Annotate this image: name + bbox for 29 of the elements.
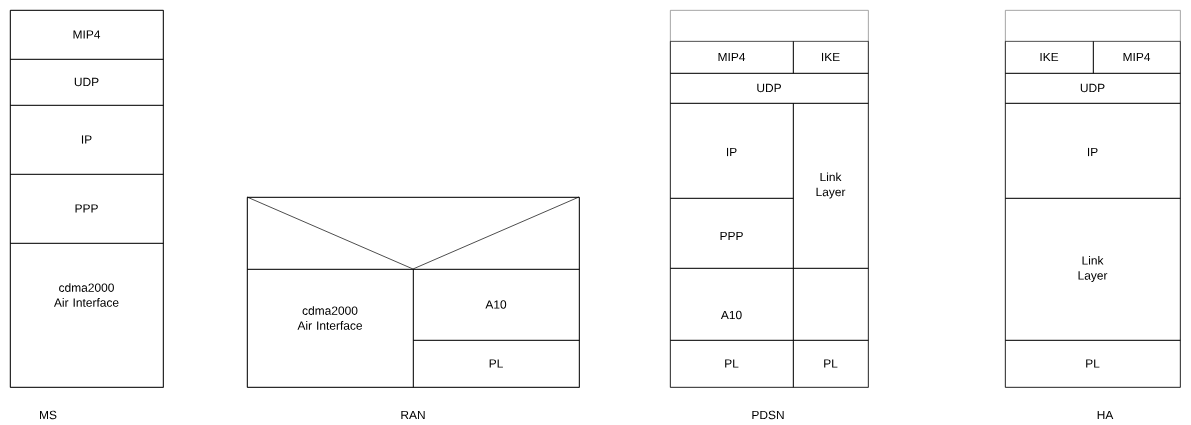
empty-cell xyxy=(793,268,869,341)
protocol-cell: Link Layer xyxy=(793,103,869,269)
protocol-cell: Link Layer xyxy=(1005,198,1181,341)
protocol-cell: PPP xyxy=(670,198,794,269)
protocol-cell: cdma2000 Air Interface xyxy=(10,243,164,388)
protocol-cell: UDP xyxy=(10,59,164,106)
protocol-cell: A10 xyxy=(670,268,794,341)
protocol-cell: cdma2000 Air Interface xyxy=(247,269,414,388)
protocol-cell: IP xyxy=(670,103,794,199)
protocol-cell: MIP4 xyxy=(10,10,164,60)
protocol-cell: A10 xyxy=(413,269,580,341)
protocol-cell: IP xyxy=(1005,103,1181,199)
protocol-cell: IKE xyxy=(1005,41,1094,74)
stack-label: PDSN xyxy=(752,410,784,420)
protocol-cell: IKE xyxy=(793,41,869,74)
protocol-cell: IP xyxy=(10,105,164,175)
protocol-cell: PL xyxy=(1005,340,1181,388)
protocol-cell: MIP4 xyxy=(670,41,794,74)
protocol-cell: PPP xyxy=(10,174,164,244)
split-cell xyxy=(246,196,580,270)
protocol-cell: UDP xyxy=(670,73,869,104)
stack-label: HA xyxy=(1097,410,1114,420)
protocol-cell: PL xyxy=(793,340,869,388)
protocol-cell: UDP xyxy=(1005,73,1181,104)
stack-label: RAN xyxy=(401,410,425,420)
protocol-cell: PL xyxy=(670,340,794,388)
protocol-cell: PL xyxy=(413,340,580,388)
stack-label: MS xyxy=(40,410,57,420)
protocol-cell: MIP4 xyxy=(1093,41,1181,74)
